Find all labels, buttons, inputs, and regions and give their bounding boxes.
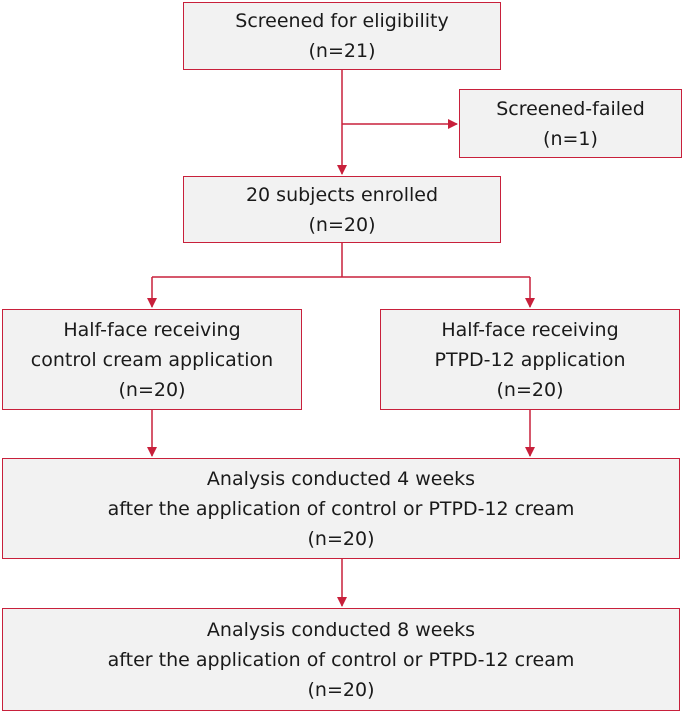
week8-analysis-box: Analysis conducted 8 weeks after the app…	[2, 608, 680, 711]
control-arm-box: Half-face receiving control cream applic…	[2, 309, 302, 410]
ptpd-arm-line-2: PTPD-12 application	[434, 348, 626, 371]
screened-box: Screened for eligibility (n=21)	[183, 2, 501, 70]
week4-analysis-count: (n=20)	[307, 527, 375, 550]
enrolled-box: 20 subjects enrolled (n=20)	[183, 176, 501, 243]
control-arm-line-2: control cream application	[30, 348, 274, 371]
enrolled-label: 20 subjects enrolled	[245, 183, 439, 206]
enrolled-count: (n=20)	[308, 213, 376, 236]
week8-analysis-line-2: after the application of control or PTPD…	[107, 648, 575, 671]
screen-failed-box: Screened-failed (n=1)	[459, 89, 682, 158]
screened-count: (n=21)	[308, 40, 376, 62]
week4-analysis-line-1: Analysis conducted 4 weeks	[206, 467, 476, 490]
ptpd-arm-box: Half-face receiving PTPD-12 application …	[380, 309, 680, 410]
week4-analysis-box: Analysis conducted 4 weeks after the app…	[2, 458, 680, 559]
week8-analysis-line-1: Analysis conducted 8 weeks	[206, 618, 476, 641]
ptpd-arm-count: (n=20)	[496, 378, 564, 401]
week4-analysis-line-2: after the application of control or PTPD…	[107, 497, 575, 520]
screened-label: Screened for eligibility	[235, 10, 449, 32]
control-arm-line-1: Half-face receiving	[63, 318, 241, 341]
control-arm-count: (n=20)	[118, 378, 186, 401]
screen-failed-label: Screened-failed	[496, 97, 645, 120]
week8-analysis-count: (n=20)	[307, 678, 375, 701]
screen-failed-count: (n=1)	[543, 127, 598, 150]
ptpd-arm-line-1: Half-face receiving	[441, 318, 619, 341]
